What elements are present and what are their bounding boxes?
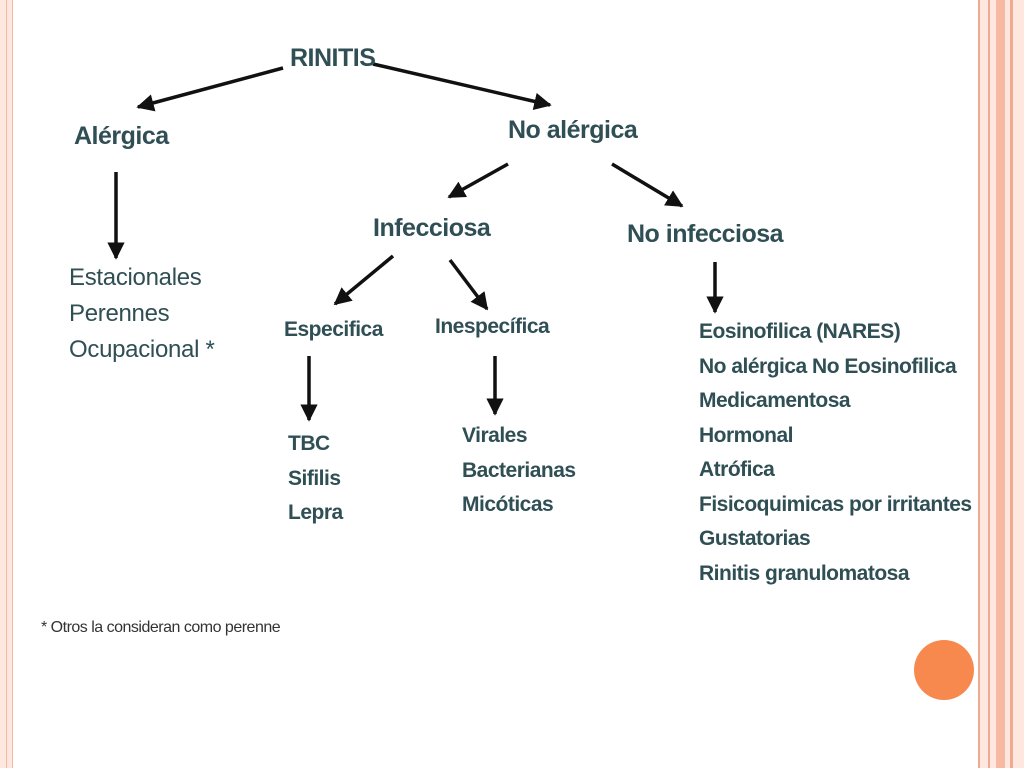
list-item: Hormonal xyxy=(699,423,794,447)
slide-circle-decoration xyxy=(914,640,974,700)
list-item: Atrófica xyxy=(699,458,775,481)
footnote: * Otros la consideran como perenne xyxy=(41,619,281,636)
nonspecific-list: Virales Bacterianas Micóticas xyxy=(462,419,576,523)
list-item: Ocupacional * xyxy=(69,336,215,363)
list-item: No alérgica No Eosinofilica xyxy=(699,354,957,378)
list-item: Sifilis xyxy=(288,466,341,490)
node-infectious: Infecciosa xyxy=(373,214,491,242)
arrow-root-to-non-allergic xyxy=(372,62,552,110)
list-item: Perennes xyxy=(69,300,170,327)
allergic-list: Estacionales Perennes Ocupacional * xyxy=(69,260,215,368)
node-allergic: Alérgica xyxy=(74,122,169,150)
list-item: Lepra xyxy=(288,501,343,524)
node-non-allergic: No alérgica xyxy=(508,116,638,144)
list-item: Eosinofilica (NARES) xyxy=(699,320,901,343)
arrow-infectious-to-specific xyxy=(333,254,395,306)
list-item: Bacterianas xyxy=(462,458,576,482)
arrow-non-allergic-to-infectious xyxy=(447,162,509,199)
list-item: Medicamentosa xyxy=(699,389,851,412)
list-item: Estacionales xyxy=(69,264,202,291)
arrow-root-to-allergic xyxy=(136,66,284,112)
list-item: Rinitis granulomatosa xyxy=(699,561,910,585)
node-rinitis: RINITIS xyxy=(290,44,376,72)
list-item: Fisicoquimicas por irritantes xyxy=(699,492,972,516)
non-infectious-list: Eosinofilica (NARES) No alérgica No Eosi… xyxy=(699,315,972,591)
arrow-infectious-to-nonspecific xyxy=(448,258,489,311)
list-item: TBC xyxy=(288,432,330,455)
arrow-non-allergic-to-non-infectious xyxy=(611,162,684,208)
node-nonspecific: Inespecífica xyxy=(435,315,550,338)
list-item: Gustatorias xyxy=(699,527,811,550)
list-item: Virales xyxy=(462,424,528,447)
node-non-infectious: No infecciosa xyxy=(627,220,784,248)
specific-list: TBC Sifilis Lepra xyxy=(288,427,343,531)
left-border xyxy=(0,0,13,768)
node-specific: Especifica xyxy=(284,318,383,341)
list-item: Micóticas xyxy=(462,493,554,516)
right-border xyxy=(978,0,1024,768)
